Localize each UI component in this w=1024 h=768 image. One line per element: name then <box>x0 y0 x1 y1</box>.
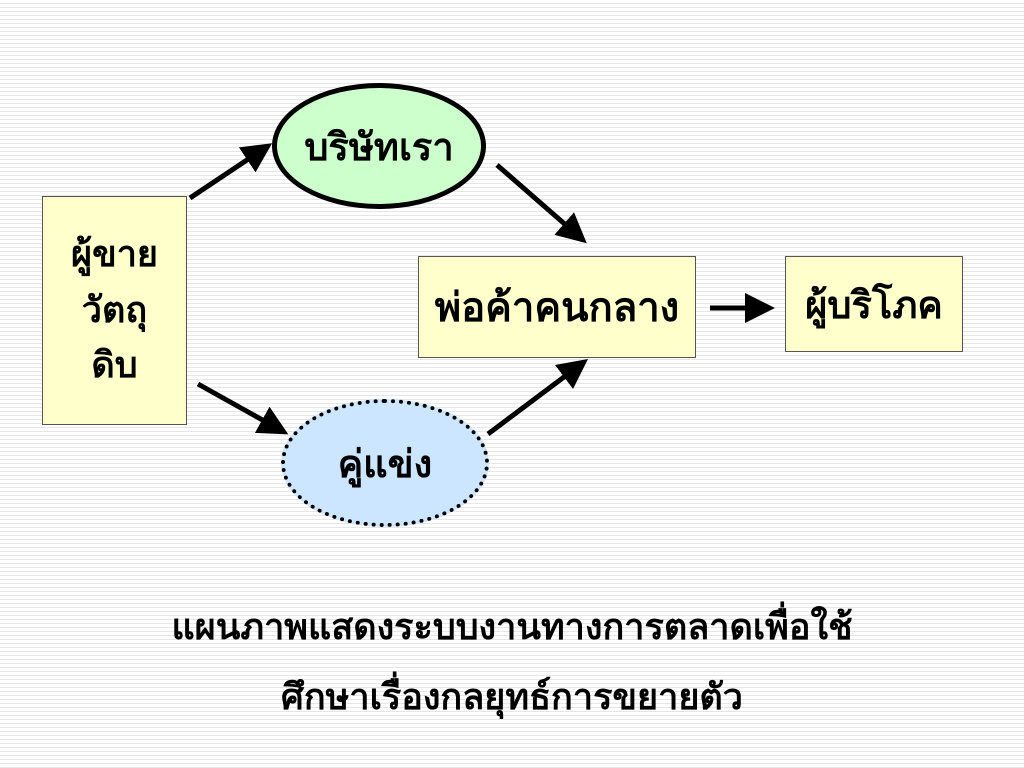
middleman-box: พ่อค้าคนกลาง <box>418 256 696 358</box>
seller-label-line-1: ผู้ขาย <box>70 233 158 275</box>
seller-label-line-3: ดิบ <box>91 345 138 387</box>
our-company-ellipse: บริษัทเรา <box>272 83 486 209</box>
arrow-seller-to-company <box>188 143 273 201</box>
raw-material-seller-box: ผู้ขาย วัตถุ ดิบ <box>42 196 187 425</box>
caption-line-1: แผนภาพแสดงระบบงานทางการตลาดเพื่อใช้ <box>171 607 853 648</box>
competitor-label: คู่แข่ง <box>337 441 433 486</box>
seller-label-line-2: วัตถุ <box>81 289 148 331</box>
consumer-label: ผู้บริโภค <box>805 282 943 327</box>
arrow-seller-to-competitor <box>196 381 289 435</box>
competitor-ellipse: คู่แข่ง <box>281 399 489 527</box>
caption-line-2: ศึกษาเรื่องกลยุทธ์การขยายตัว <box>280 677 744 718</box>
arrow-competitor-to-middleman <box>486 359 588 436</box>
middleman-label: พ่อค้าคนกลาง <box>434 285 680 331</box>
consumer-box: ผู้บริโภค <box>785 256 963 352</box>
arrow-company-to-middleman <box>495 163 587 244</box>
company-label: บริษัทเรา <box>304 124 454 169</box>
